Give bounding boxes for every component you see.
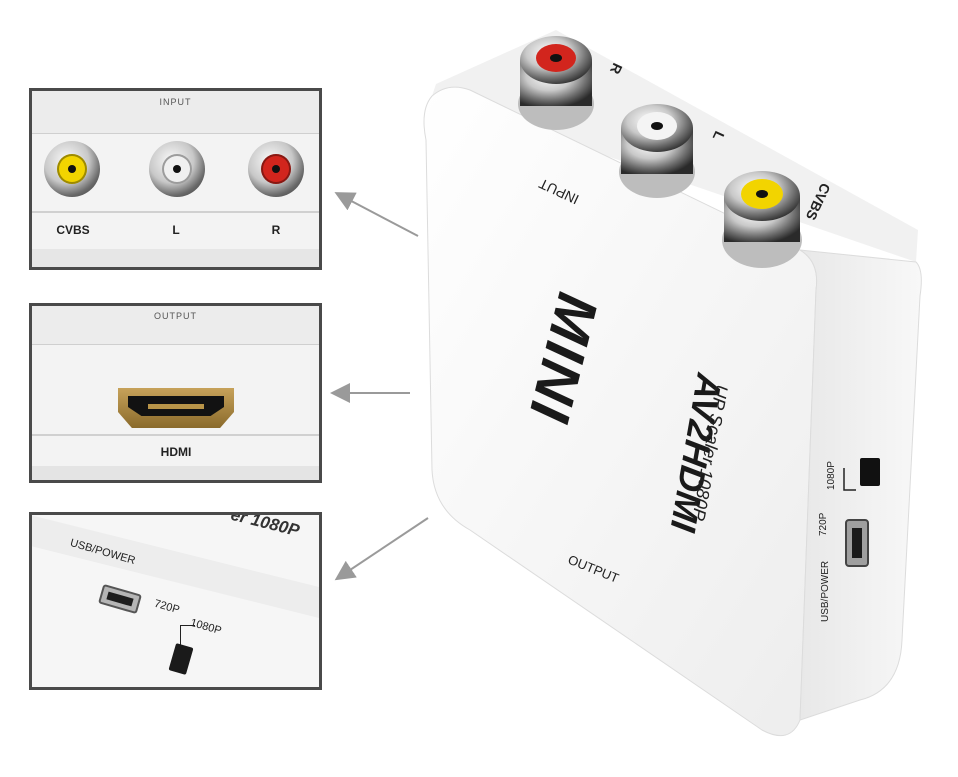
panel-top-edge <box>32 91 319 134</box>
input-arrow <box>334 192 419 237</box>
switch-bracket <box>180 625 195 646</box>
device-side-usb-label: USB/POWER <box>820 561 831 622</box>
hdmi-label: HDMI <box>160 445 192 459</box>
hdmi-port-icon <box>118 388 234 428</box>
audio-left-jack <box>149 141 205 197</box>
device-switch-bracket <box>843 468 856 491</box>
device-left-jack <box>619 104 695 198</box>
power-arrow <box>334 517 429 581</box>
divider <box>32 434 319 436</box>
input-header: INPUT <box>159 97 192 107</box>
cvbs-label: CVBS <box>56 223 90 237</box>
device-side-720-label: 720P <box>818 512 829 536</box>
cvbs-jack-core <box>57 154 87 184</box>
input-closeup-panel: INPUT CVBS L R <box>29 88 322 270</box>
output-header: OUTPUT <box>154 311 197 321</box>
panel-bottom-edge <box>32 466 319 480</box>
panel-top-edge <box>32 306 319 345</box>
cvbs-jack <box>44 141 100 197</box>
output-closeup-panel: OUTPUT HDMI <box>29 303 322 483</box>
device-front-face <box>423 86 818 737</box>
audio-left-jack-core <box>162 154 192 184</box>
audio-right-jack-core <box>261 154 291 184</box>
left-label: L <box>172 223 180 237</box>
device-right-jack <box>518 36 594 130</box>
power-closeup-panel: er 1080P USB/POWER 720P 1080P <box>29 512 322 690</box>
device-side-1080-label: 1080P <box>826 461 837 490</box>
panel-bottom-edge <box>32 249 319 267</box>
divider <box>32 211 319 213</box>
device-cvbs-jack <box>722 171 802 268</box>
right-label: R <box>271 223 281 237</box>
device-res-switch <box>860 458 880 486</box>
audio-right-jack <box>248 141 304 197</box>
